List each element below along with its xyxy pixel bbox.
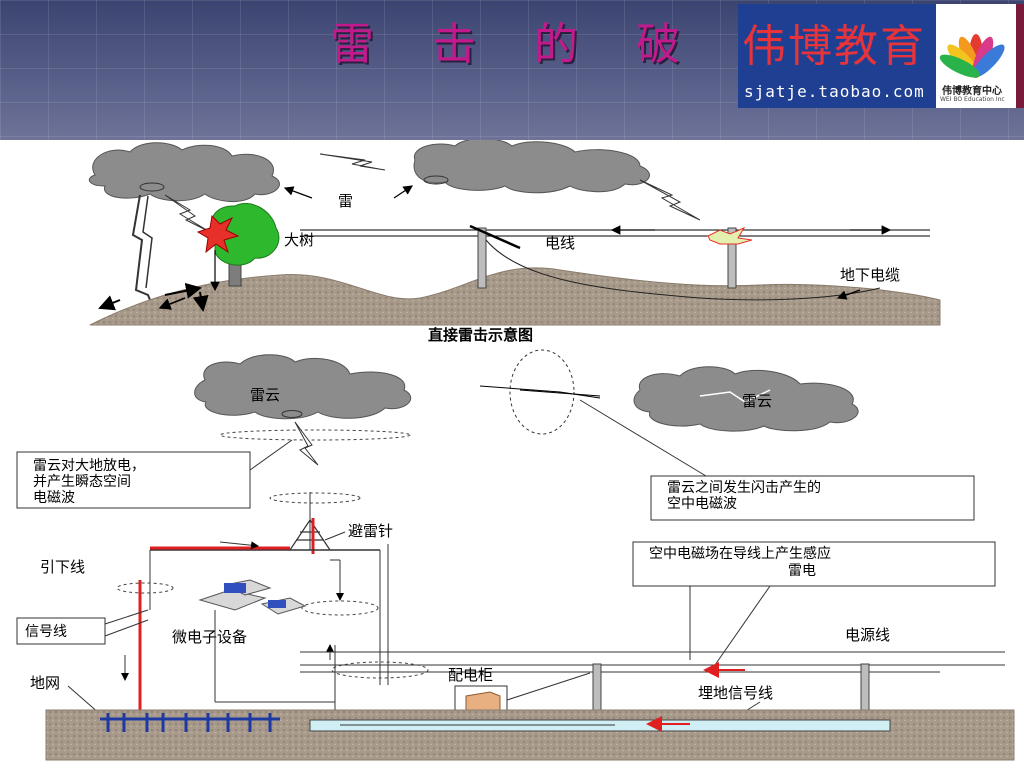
lightning-strike-channel	[131, 194, 151, 301]
slide-header: 雷 击 的 破 坏 伟博教育 sjatje.taobao.com 伟博教育中心 …	[0, 0, 1024, 140]
power-pole	[592, 663, 602, 715]
callout-cloud-flash-line: 空中电磁波	[667, 496, 737, 512]
induced-lightning-scene: 雷云 雷云 雷云对大地放电， 并产生瞬态空间 电磁波 雷云之间发生闪击产生的 空…	[16, 349, 1015, 761]
callout-ground-discharge-line: 电磁波	[33, 490, 75, 506]
lightning-bolt	[294, 421, 319, 466]
callout-induced	[632, 541, 996, 587]
strike-point-icon	[196, 214, 240, 254]
label-cloud-right: 雷云	[742, 392, 772, 410]
label-cloud-left: 雷云	[250, 386, 280, 404]
logo: 伟博教育 sjatje.taobao.com 伟博教育中心 WEI BO Edu…	[738, 4, 1016, 108]
callout-ground-discharge-line: 并产生瞬态空间	[33, 474, 131, 490]
power-pole	[860, 663, 870, 715]
label-underground-cable: 地下电缆	[840, 266, 900, 284]
slide-title: 雷 击 的 破 坏	[330, 19, 804, 70]
callout-ground-discharge-line: 雷云对大地放电，	[33, 458, 145, 474]
label-box-signal-line	[16, 617, 106, 645]
label-ground-grid: 地网	[30, 674, 60, 692]
logo-brand-name: 伟博教育	[742, 21, 926, 72]
logo-emblem-panel: 伟博教育中心 WEI BO Education Inc	[936, 4, 1016, 108]
label-tree: 大树	[284, 231, 314, 249]
callout-cloud-flash	[650, 475, 975, 521]
label-signal-line: 信号线	[25, 624, 67, 640]
logo-side-bar	[1016, 4, 1024, 108]
label-microelectronics: 微电子设备	[172, 628, 247, 646]
lightning-damage-diagram: 雷 大树 电线 地下电缆 直接雷击示意图 雷云	[16, 140, 1015, 761]
label-power-line-induced: 电源线	[845, 626, 890, 644]
power-pole	[477, 227, 487, 289]
line-strike-point-icon	[707, 226, 753, 245]
power-pole	[727, 227, 737, 289]
label-lightning-rod: 避雷针	[348, 522, 393, 540]
label-power-line: 电线	[545, 234, 575, 252]
callout-cloud-flash-line: 雷云之间发生闪击产生的	[667, 480, 821, 496]
ground-hills	[89, 267, 941, 326]
ground-grid-icon	[100, 713, 280, 732]
lightning-bolt	[639, 179, 701, 221]
thundercloud-left	[88, 142, 280, 202]
logo-feather-icon	[939, 34, 1005, 78]
logo-brand-panel: 伟博教育 sjatje.taobao.com	[738, 4, 936, 108]
thundercloud-right	[633, 366, 859, 432]
logo-url: sjatje.taobao.com	[744, 82, 925, 101]
callout-ground-discharge	[16, 451, 251, 509]
direct-strike-scene: 雷 大树 电线 地下电缆 直接雷击示意图	[88, 140, 941, 344]
thundercloud-left	[194, 354, 412, 420]
direct-strike-caption: 直接雷击示意图	[428, 326, 533, 344]
tree-icon	[210, 203, 280, 266]
microelectronics-equipment-icon	[198, 579, 307, 615]
callout-induced-line: 雷电	[788, 563, 816, 579]
logo-center-en: WEI BO Education Inc	[940, 96, 1005, 103]
lightning-bolt	[319, 153, 386, 171]
callout-induced-line: 空中电磁场在导线上产生感应	[649, 545, 831, 562]
label-down-conductor: 引下线	[40, 558, 85, 576]
label-buried-signal: 埋地信号线	[698, 684, 773, 702]
thundercloud-right	[413, 140, 650, 194]
label-lightning: 雷	[338, 192, 353, 210]
logo-center-cn: 伟博教育中心	[942, 86, 1002, 97]
label-power-cabinet: 配电柜	[448, 666, 493, 684]
